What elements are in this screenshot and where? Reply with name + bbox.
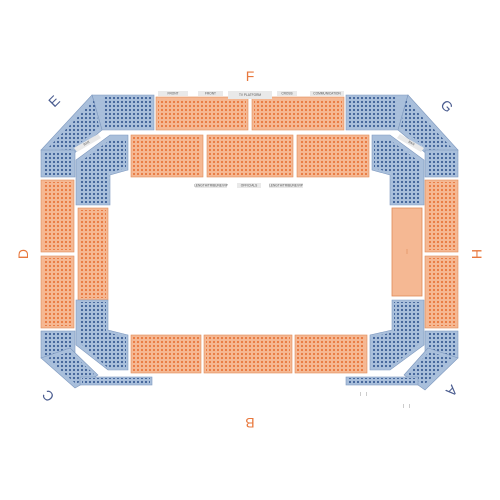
svg-text:LENGTH/TRIBUNE/VIP: LENGTH/TRIBUNE/VIP [194, 184, 228, 188]
section-a-bottom-strip[interactable] [345, 376, 419, 386]
section-g-diagonal[interactable] [397, 94, 459, 156]
svg-text:BAR: BAR [408, 140, 416, 147]
svg-text:OFFICIALS: OFFICIALS [241, 184, 257, 188]
section-g-side-block[interactable] [424, 149, 459, 178]
section-f-lower-left[interactable] [130, 134, 204, 178]
section-f-lower-right[interactable] [296, 134, 370, 178]
entrance-marker-1 [360, 392, 367, 396]
section-a-inner[interactable] [369, 299, 425, 371]
svg-text:COMMUNICATION: COMMUNICATION [313, 92, 341, 96]
section-f-upper-right[interactable] [251, 96, 345, 131]
section-d-outer-lower[interactable] [40, 255, 75, 329]
section-c-inner[interactable] [75, 299, 129, 371]
section-e-inner[interactable] [75, 134, 129, 206]
section-c-bottom-strip[interactable] [79, 376, 153, 386]
inner-tag-1: LENGTH/TRIBUNE/VIP [194, 183, 228, 188]
bar-tag-left: BAR [74, 134, 101, 152]
inner-tag-3: LENGTH/TRIBUNE/VIP [269, 183, 303, 188]
corner-label-g: G [437, 96, 456, 115]
section-e-side-block[interactable] [40, 149, 76, 178]
section-e-top-block[interactable] [91, 94, 155, 131]
top-tag-3: TV PLATFORM [228, 91, 272, 99]
corner-label-e: E [45, 92, 63, 110]
inner-tag-2: OFFICIALS [237, 183, 261, 188]
section-f-lower-center[interactable] [206, 134, 294, 178]
svg-text:CROSS: CROSS [281, 92, 292, 96]
section-d-outer-upper[interactable] [40, 179, 75, 253]
top-tag-5: COMMUNICATION [310, 91, 344, 96]
svg-text:TV PLATFORM: TV PLATFORM [239, 93, 261, 97]
corner-label-a: A [443, 382, 461, 400]
section-g-inner[interactable] [371, 134, 425, 206]
section-d-inner[interactable] [77, 207, 109, 301]
section-b-left[interactable] [130, 334, 202, 374]
bar-tag-right: BAR [397, 134, 424, 152]
top-tag-1: FRONT [158, 91, 188, 96]
svg-text:FRONT: FRONT [205, 92, 216, 96]
side-label-f: F [246, 68, 255, 84]
side-label-h: H [469, 249, 485, 259]
section-h-outer-lower[interactable] [424, 255, 459, 329]
top-tag-2: FRONT [198, 91, 223, 96]
svg-text:LENGTH/TRIBUNE/VIP: LENGTH/TRIBUNE/VIP [269, 184, 303, 188]
section-b-right[interactable] [294, 334, 368, 374]
section-h-inner-stage[interactable] [391, 207, 423, 297]
svg-text:FRONT: FRONT [168, 92, 179, 96]
section-f-upper-left[interactable] [155, 96, 249, 131]
section-g-top-block[interactable] [345, 94, 409, 131]
svg-text:BAR: BAR [83, 139, 91, 146]
entrance-marker-2 [403, 404, 410, 408]
side-label-d: D [15, 249, 31, 259]
side-label-b: B [245, 415, 254, 431]
top-tag-4: CROSS [277, 91, 297, 96]
corner-label-c: C [39, 387, 57, 405]
section-h-outer-upper[interactable] [424, 179, 459, 253]
section-b-center[interactable] [203, 334, 293, 374]
